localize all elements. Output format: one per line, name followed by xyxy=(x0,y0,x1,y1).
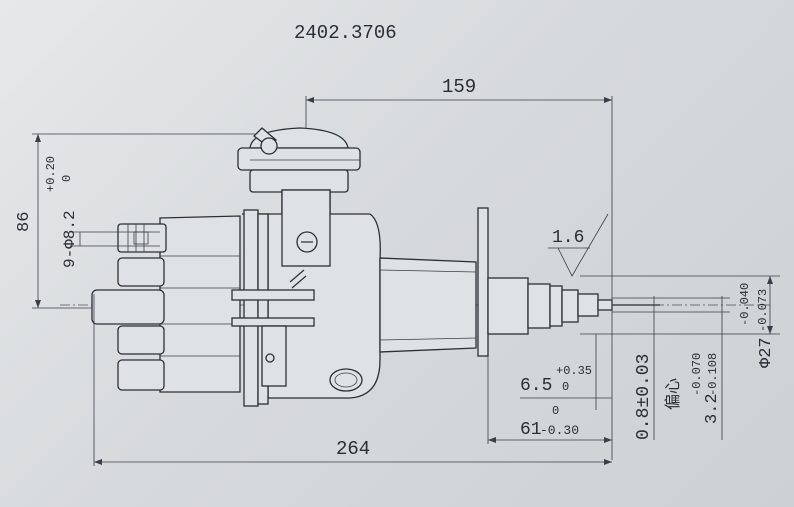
tower-holes-tolerance-upper: +0.20 xyxy=(44,156,58,192)
dimension-264: 264 xyxy=(336,438,370,460)
dimension-3-2-tolerance-lower: -0.108 xyxy=(706,353,720,396)
vacuum-advance-unit xyxy=(237,127,361,193)
dimension-6-5: 6.5 xyxy=(520,376,552,396)
dimension-61-tolerance-upper: 0 xyxy=(552,404,559,418)
shaft-diameter-tolerance-lower: -0.073 xyxy=(756,289,770,332)
dimension-86: 86 xyxy=(15,212,34,232)
dimension-159: 159 xyxy=(442,76,476,98)
dimension-lines xyxy=(32,96,780,466)
dimension-3-2-tolerance-upper: -0.070 xyxy=(690,353,704,396)
part-number: 2402.3706 xyxy=(294,22,397,44)
dimension-6-5-tolerance-lower: 0 xyxy=(562,380,569,394)
shaft-shank xyxy=(379,207,660,357)
tower-holes-tolerance-lower: 0 xyxy=(60,175,74,182)
dimension-6-5-tolerance-upper: +0.35 xyxy=(556,364,592,378)
surface-finish-value: 1.6 xyxy=(552,228,584,248)
dimension-61: 61 xyxy=(520,420,542,440)
offset-label: 偏心 xyxy=(663,378,682,410)
tower-holes-dimension: 9-Φ8.2 xyxy=(61,210,79,268)
shaft-diameter-dimension: Φ27 xyxy=(757,337,776,368)
shaft-diameter-tolerance-upper: -0.040 xyxy=(738,283,752,326)
dimension-61-tolerance-lower: -0.30 xyxy=(540,423,579,438)
terminal-towers xyxy=(91,215,241,393)
offset-dimension: 0.8±0.03 xyxy=(634,354,654,440)
dimension-3-2: 3.2 xyxy=(703,393,722,424)
distributor-housing xyxy=(231,189,381,407)
